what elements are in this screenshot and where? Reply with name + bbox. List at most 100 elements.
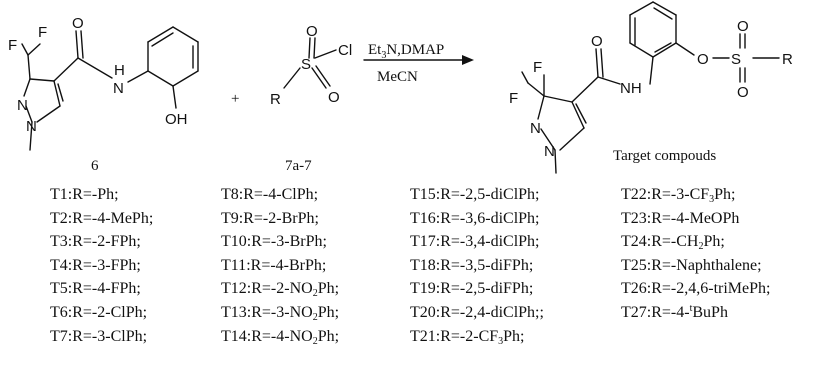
compound-entry-t20: T20:R=-2,4-diClPh;; [410,303,544,321]
compound-entry-t27: T27:R=-4-tBuPh [621,302,728,321]
compound-substituent-text: R=-4-NO [251,327,313,345]
compound-substituent-text: BuPh [692,303,728,321]
atom-n-1: N [17,97,28,114]
compound-entry-t16: T16:R=-3,6-diClPh; [410,209,540,227]
compound-substituent-text: R=-2,5-diClPh; [440,186,540,203]
compound-id: T5 [50,280,68,298]
product-atom-o-ester: O [697,51,709,68]
compound-entry-t3: T3:R=-2-FPh; [50,233,141,251]
product-atom-o-2: O [737,84,749,101]
compound-entry-t22: T22:R=-3-CF3Ph; [621,186,736,205]
atom-cl: Cl [338,42,352,59]
compound-substituent-text: R=-4-BrPh; [250,256,327,274]
product-atom-f-1: F [533,59,542,76]
atom-o-2: O [328,89,340,106]
compound-substituent-text: R=-4- [651,303,690,321]
compound-entry-t26: T26:R=-2,4,6-triMePh; [621,280,771,298]
compound-substituent-text: R=-2-ClPh; [72,303,148,321]
compound-substituent-text: R=-3,4-diClPh; [440,233,540,251]
compound-substituent-text: R=-Naphthalene; [651,256,762,274]
compound-entry-t25: T25:R=-Naphthalene; [621,256,762,274]
compound-id: T16 [410,209,436,227]
product-atom-nh: NH [620,80,642,97]
condition-reagents: Et3N,DMAP [368,42,444,61]
compound-entry-t7: T7:R=-3-ClPh; [50,327,148,345]
reactant-7-label: 7a-7 [285,158,312,174]
compound-id: T7 [50,327,68,345]
compound-substituent-text: t [689,302,693,314]
compound-entry-t17: T17:R=-3,4-diClPh; [410,233,540,251]
compound-substituent-text: Ph; [317,327,340,345]
compound-entry-t15: T15:R=-2,5-diClPh; [410,186,540,203]
compound-entry-t8: T8:R=-4-ClPh; [221,186,319,203]
compound-id: T20 [410,303,436,321]
atom-o-carbonyl: O [72,15,84,32]
compound-substituent-text: R=-4-ClPh; [243,186,319,203]
compound-id: T27 [621,303,647,321]
product-atom-o-carbonyl: O [591,33,603,50]
atom-n-2: N [26,118,37,135]
compound-substituent-text: Ph; [317,280,340,298]
atom-o-1: O [306,23,318,40]
compound-id: T13 [221,303,247,321]
compound-entry-t21: T21:R=-2-CF3Ph; [410,327,525,347]
compound-entry-t4: T4:R=-3-FPh; [50,256,141,274]
compound-id: T12 [221,280,247,298]
compound-substituent-text: R=-3-ClPh; [72,327,148,345]
compound-id: T21 [410,327,436,345]
product-atom-r: R [782,51,793,68]
plus-sign: + [231,91,239,107]
atom-n-amide: N [113,80,124,97]
compound-id: T18 [410,256,436,274]
compound-id: T11 [221,256,247,274]
compound-id: T19 [410,280,436,298]
compound-id: T1 [50,186,68,203]
atom-h-amide: H [114,62,125,79]
product-label: Target compouds [613,148,716,164]
compound-substituent-text: R=-2-FPh; [72,233,141,251]
compound-entry-t6: T6:R=-2-ClPh; [50,303,148,321]
compound-id: T3 [50,233,68,251]
product-atom-n-1: N [530,120,541,137]
compound-substituent-text: R=-Ph; [72,186,119,203]
compound-entry-t19: T19:R=-2,5-diFPh; [410,280,534,298]
compound-substituent-text: Ph; [503,327,525,345]
compound-substituent-text: 3 [498,335,504,347]
compound-id: T2 [50,209,68,227]
compound-substituent-text: Ph; [714,186,736,203]
compound-entry-t10: T10:R=-3-BrPh; [221,233,327,251]
compound-entry-t11: T11:R=-4-BrPh; [221,256,327,274]
compound-substituent-text: Ph; [703,233,725,251]
product-atom-o-1: O [737,18,749,35]
compound-substituent-text: R=-2-BrPh; [243,209,319,227]
compound-substituent-text: R=-2,5-diFPh; [440,280,534,298]
reactant-7-structure [283,37,337,89]
reactant-6-label: 6 [91,158,99,174]
compound-substituent-text: 3 [709,194,715,205]
compound-substituent-text: R=-3,6-diClPh; [440,209,540,227]
compound-id: T17 [410,233,436,251]
compound-substituent-text: R=-3-FPh; [72,256,141,274]
compound-id: T26 [621,280,647,298]
compound-list-column-1: T1:R=-Ph; T2:R=-4-MePh; T3:R=-2-FPh; T4:R=-… [50,183,153,348]
compound-substituent-text: R=-CH [651,233,699,251]
compound-substituent-text: R=-2,4-diClPh;; [440,303,544,321]
compound-substituent-text: R=-4-MePh; [72,209,154,227]
compound-entry-t2: T2:R=-4-MePh; [50,209,154,227]
compound-substituent-text: R=-3-NO [251,303,313,321]
atom-oh: OH [165,111,188,128]
compound-id: T9 [221,209,239,227]
compound-id: T14 [221,327,247,345]
compound-substituent-text: R=-2,4,6-triMePh; [651,280,771,298]
compound-substituent-text: R=-4-FPh; [72,280,141,298]
compound-entry-t18: T18:R=-3,5-diFPh; [410,256,534,274]
compound-entry-t1: T1:R=-Ph; [50,186,119,203]
compound-id: T24 [621,233,647,251]
compound-id: T6 [50,303,68,321]
product-atom-n-2: N [544,143,555,160]
product-structure [521,1,780,174]
compound-substituent-text: R=-3,5-diFPh; [440,256,534,274]
compound-entry-t13: T13:R=-3-NO2Ph; [221,303,340,323]
